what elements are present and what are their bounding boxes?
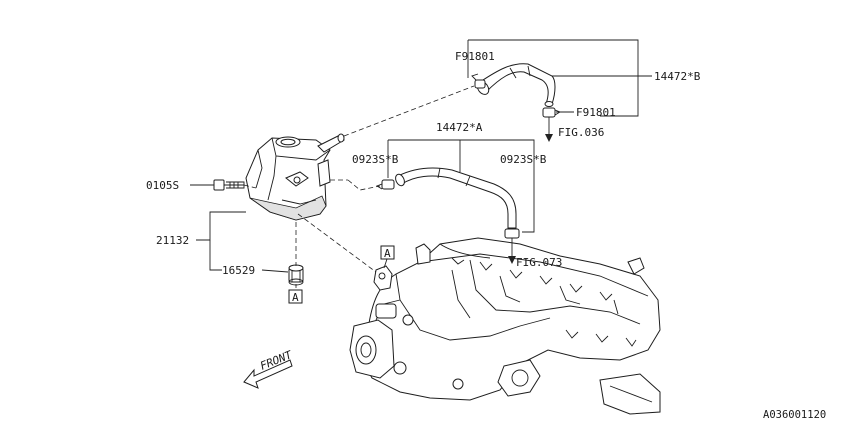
dash-tank-to-manifold — [297, 213, 377, 273]
label-0923sb-left: 0923S*B — [352, 153, 399, 166]
label-fig036: FIG.036 — [558, 126, 604, 139]
front-arrow-icon — [243, 359, 293, 389]
arrow-fig036 — [545, 117, 553, 142]
grommet-16529 — [288, 264, 304, 286]
hose-14472a — [395, 167, 517, 229]
clamp-0923sb-left — [375, 179, 395, 190]
label-ref-a-lower: A — [292, 291, 299, 304]
ref-box-a-upper — [380, 245, 395, 260]
label-0105s: 0105S — [146, 179, 179, 192]
leader-16529 — [209, 240, 222, 271]
label-14472b: 14472*B — [654, 70, 701, 83]
label-f91801-top: F91801 — [455, 50, 495, 63]
label-ref-a-upper: A — [384, 247, 391, 260]
hose-14472b — [476, 63, 556, 107]
clamp-f91801-top — [471, 73, 486, 89]
separator-21132 — [245, 133, 345, 221]
dash-mid-route — [347, 179, 381, 191]
leader-16529-arm — [261, 269, 289, 273]
label-16529: 16529 — [222, 264, 255, 277]
label-21132: 21132 — [156, 234, 189, 247]
clamp-f91801-right — [542, 107, 562, 118]
leader-21132 — [196, 211, 246, 241]
label-f91801-right: F91801 — [576, 106, 616, 119]
dash-tank-to-upper-hose — [343, 85, 475, 137]
label-fig073: FIG.073 — [516, 256, 562, 269]
dash-bolt — [243, 184, 257, 189]
ref-a-upper-stem — [383, 258, 388, 269]
ref-box-a-lower — [288, 289, 303, 304]
intake-manifold — [349, 237, 661, 415]
leader-14472a — [388, 139, 535, 233]
clamp-0923sb-right — [504, 228, 520, 239]
label-0923sb-right: 0923S*B — [500, 153, 547, 166]
leader-14472b — [468, 39, 639, 117]
drawing-code: A036001120 — [763, 409, 826, 421]
bolt-0105s — [213, 179, 245, 191]
arrow-fig073 — [508, 238, 516, 264]
label-14472a: 14472*A — [436, 121, 483, 134]
